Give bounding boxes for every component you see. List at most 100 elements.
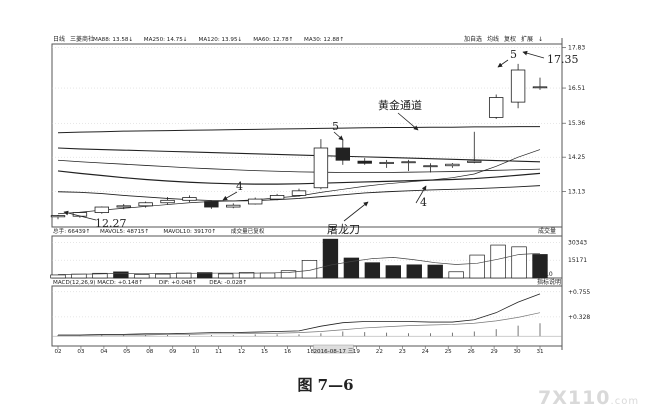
date-tick-label: 12 (238, 349, 245, 355)
candle-body-up (291, 190, 307, 196)
toolbar-menu-item: 加自选 (464, 35, 482, 43)
candle (467, 131, 482, 164)
candle (291, 188, 307, 197)
candle (182, 195, 197, 203)
candle-body-down (357, 160, 372, 164)
volume-bar (217, 273, 234, 279)
macd-tick-label: +0.755 (568, 289, 590, 296)
macd-dif-line (58, 293, 541, 336)
candle (357, 158, 372, 165)
date-tick-label: 10 (192, 349, 200, 355)
ma-line-ma-short (57, 149, 541, 215)
ma-line-ma-low (57, 185, 541, 202)
volume-legend-item: 总手: 66439↑ (53, 227, 90, 235)
slaughter-blade-arrow (343, 201, 369, 222)
macd-legend: MACD(12,26,9) MACD: +0.148↑ DIF: +0.048↑ D… (53, 279, 247, 286)
date-tick-label: 25 (445, 349, 453, 355)
toolbar-menu[interactable]: 加自选均线复权扩展↓ (464, 35, 543, 43)
candle (313, 139, 329, 190)
label-5-top: 5 (510, 48, 517, 61)
price-grid (52, 47, 562, 192)
date-tick-label: 23 (399, 349, 407, 355)
price-tick-label: 15.36 (568, 120, 585, 127)
label-4-right: 4 (420, 196, 427, 209)
volume-legend-item: MAVOL5: 48715↑ (100, 228, 149, 235)
candle-body-up (116, 205, 131, 208)
golden-channel-arrow (397, 112, 419, 131)
date-tick-label: 05 (123, 349, 131, 355)
date-cursor-box (313, 344, 354, 354)
date-tick-label: 2016-08-17 三 (313, 348, 353, 355)
volume-bar (364, 262, 381, 279)
label-4-left: 4 (236, 180, 243, 193)
high-price-label: 17.35 (547, 53, 579, 66)
macd-legend-item: MACD(12,26,9) MACD: +0.148↑ (53, 279, 143, 286)
figure-caption: 图 7—6 (297, 376, 354, 394)
candle (488, 94, 504, 119)
toolbar-menu-item: 均线 (487, 35, 499, 43)
date-tick-label: 18 (307, 349, 315, 355)
volume-unit-label: X10 (541, 271, 553, 278)
candle (247, 197, 263, 205)
volume-bar (238, 272, 255, 279)
volume-tick-label: 15171 (568, 257, 587, 264)
volume-bar (92, 272, 108, 279)
ma-legend-item: MA88: 13.58↓ (93, 36, 133, 43)
moving-average-lines (57, 126, 541, 215)
volume-bar (155, 273, 171, 279)
macd-legend-item: DEA: -0.028↑ (209, 279, 247, 286)
candle-body-up (138, 202, 153, 207)
candlesticks (50, 63, 548, 220)
price-tick-label: 13.13 (568, 188, 585, 195)
date-tick-label: 22 (376, 349, 383, 355)
candle (423, 163, 438, 173)
period-label: 日线 (53, 35, 65, 43)
date-tick-label: 03 (77, 349, 85, 355)
candle (138, 201, 153, 208)
macd-dea-line (58, 312, 541, 336)
price-tick-label: 14.25 (568, 154, 585, 161)
candle-body-down (204, 201, 219, 208)
stock-name: 三菱商社 (70, 35, 94, 43)
volume-bar (448, 271, 464, 279)
volume-bar (197, 272, 213, 279)
candle (116, 203, 131, 210)
date-tick-label: 19 (353, 349, 361, 355)
date-tick-label: 30 (513, 349, 521, 355)
golden-channel-label: 黄金通道 (378, 98, 422, 112)
volume-legend-item: MAVOL10: 39170↑ (163, 228, 216, 235)
candle (401, 159, 416, 171)
label-5-mid-arrow (333, 131, 344, 141)
candle (94, 206, 110, 214)
candle (160, 196, 175, 205)
volume-bar (511, 246, 527, 279)
ma-line-lower-mid (57, 170, 541, 185)
macd-axis: +0.755+0.328 (52, 289, 590, 321)
slaughter-blade-label: 屠龙刀 (327, 223, 360, 236)
candle-body-up (467, 160, 482, 163)
ma-legend: MA88: 13.58↓MA250: 14.75↓MA120: 13.95↓MA… (93, 36, 344, 43)
macd-legend-item: DIF: +0.048↑ (159, 279, 197, 286)
macd-plot (52, 293, 562, 337)
volume-legend-item: 成交量已复权 (231, 227, 265, 235)
annotations: 12.27 17.35 5 5 黄金通道 4 4 屠龙刀 (63, 48, 579, 236)
volume-bar (406, 264, 422, 279)
low-price-label: 12.27 (95, 217, 127, 230)
candle-body-up (488, 97, 504, 118)
candle-body-up (50, 215, 66, 218)
candle-body-up (160, 199, 175, 204)
date-tick-label: 04 (100, 349, 108, 355)
volume-bar (490, 244, 506, 279)
ma-legend-item: MA120: 13.95↓ (199, 36, 243, 43)
price-panel-frame (51, 43, 563, 228)
volume-ma-line (57, 252, 541, 275)
ma-line-mid (57, 159, 541, 173)
candle (269, 193, 285, 201)
date-tick-label: 31 (536, 349, 544, 355)
candle-body-up (247, 198, 263, 205)
macd-right-label: 指标说明 (537, 278, 561, 286)
label-4-left-arrow (222, 191, 238, 201)
date-tick-label: 15 (261, 349, 269, 355)
volume-bar (469, 254, 485, 279)
